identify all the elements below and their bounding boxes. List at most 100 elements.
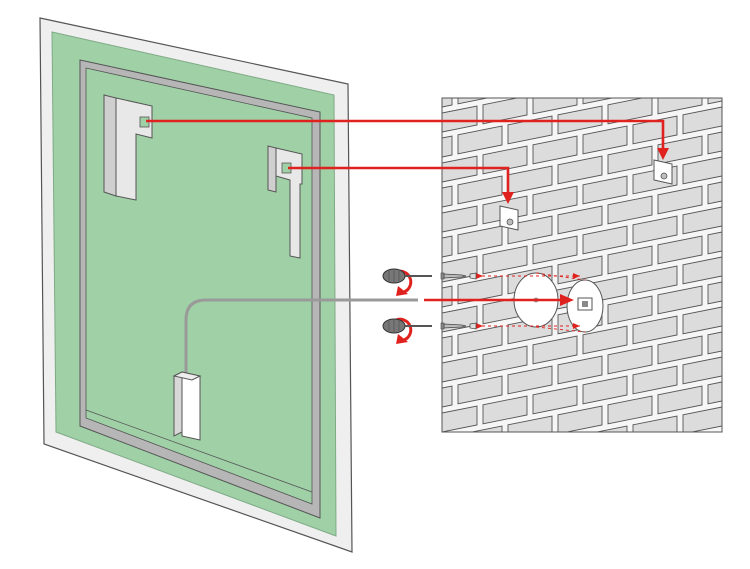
brick <box>532 385 578 415</box>
brick <box>532 185 578 215</box>
brick <box>657 185 703 215</box>
brick <box>683 6 727 34</box>
brick <box>433 456 477 484</box>
brick <box>482 245 528 275</box>
brick <box>657 385 703 415</box>
mirror-bracket-right <box>267 145 303 259</box>
brick <box>633 16 677 44</box>
brick <box>442 355 478 385</box>
brick <box>608 46 652 74</box>
screw-icon <box>440 322 467 330</box>
brick <box>433 56 477 84</box>
brick <box>442 335 453 365</box>
brick <box>657 135 703 165</box>
brick <box>582 325 628 355</box>
brick <box>582 225 628 255</box>
brick <box>442 155 478 185</box>
brick <box>442 135 453 165</box>
mirror-bracket-left <box>103 94 153 201</box>
brick <box>632 415 678 432</box>
brick <box>457 375 503 405</box>
screw-icon <box>440 272 467 280</box>
brick <box>682 305 722 335</box>
brick <box>682 205 722 235</box>
brick <box>733 296 750 324</box>
brick <box>682 105 722 135</box>
brick <box>582 425 628 432</box>
brick <box>507 115 553 145</box>
brick <box>707 375 722 405</box>
brick <box>707 225 722 255</box>
brick <box>483 46 527 74</box>
brick <box>707 175 722 205</box>
brick <box>682 405 722 432</box>
brick <box>442 205 478 235</box>
brick <box>457 325 503 355</box>
brick <box>733 0 750 24</box>
brick <box>583 26 627 54</box>
brick <box>707 275 722 305</box>
brick <box>457 425 503 432</box>
brick <box>607 195 653 225</box>
brick <box>733 96 750 124</box>
brick <box>457 275 503 305</box>
wall-hook-left <box>499 205 519 231</box>
brick <box>657 235 703 265</box>
brick <box>482 345 528 375</box>
mirror-inner-face <box>85 67 313 505</box>
wall-plug-icon <box>469 272 477 280</box>
brick <box>682 255 722 285</box>
brick <box>657 285 703 315</box>
brick <box>657 98 703 115</box>
brick <box>457 175 503 205</box>
wall-plug-icon <box>469 322 477 330</box>
brick <box>657 335 703 365</box>
brick <box>582 125 628 155</box>
brick <box>532 98 578 115</box>
brick <box>532 235 578 265</box>
brick <box>607 395 653 425</box>
brick <box>733 246 750 274</box>
brick <box>442 285 453 315</box>
brick <box>408 436 452 464</box>
brick <box>558 56 602 84</box>
led-driver-box <box>172 371 202 441</box>
brick <box>557 205 603 235</box>
brick <box>607 245 653 275</box>
brick <box>532 135 578 165</box>
brick <box>632 265 678 295</box>
brick <box>508 66 552 94</box>
brick <box>507 365 553 395</box>
screwdriver-icon <box>382 318 432 334</box>
brick <box>557 355 603 385</box>
arrow-bracket-right-to-hook <box>288 166 510 196</box>
screwdriver-icon <box>382 268 432 284</box>
brick <box>707 98 722 105</box>
brick <box>442 98 453 115</box>
brick <box>557 255 603 285</box>
mirror-bottom-edge <box>85 409 313 493</box>
brick-wall <box>408 0 750 484</box>
brick <box>632 115 678 145</box>
brick <box>557 155 603 185</box>
brick <box>607 295 653 325</box>
brick <box>633 66 677 94</box>
brick <box>507 215 553 245</box>
brick <box>632 365 678 395</box>
brick <box>733 46 750 74</box>
brick <box>733 196 750 224</box>
brick <box>658 36 702 64</box>
brick <box>533 36 577 64</box>
brick <box>557 405 603 432</box>
brick <box>733 146 750 174</box>
brick <box>457 225 503 255</box>
brick <box>582 375 628 405</box>
mirror-back <box>39 17 353 553</box>
brick <box>507 415 553 432</box>
brick <box>582 175 628 205</box>
brick <box>607 145 653 175</box>
brick <box>632 315 678 345</box>
brick <box>733 396 750 424</box>
wall-hook-right <box>653 159 673 185</box>
